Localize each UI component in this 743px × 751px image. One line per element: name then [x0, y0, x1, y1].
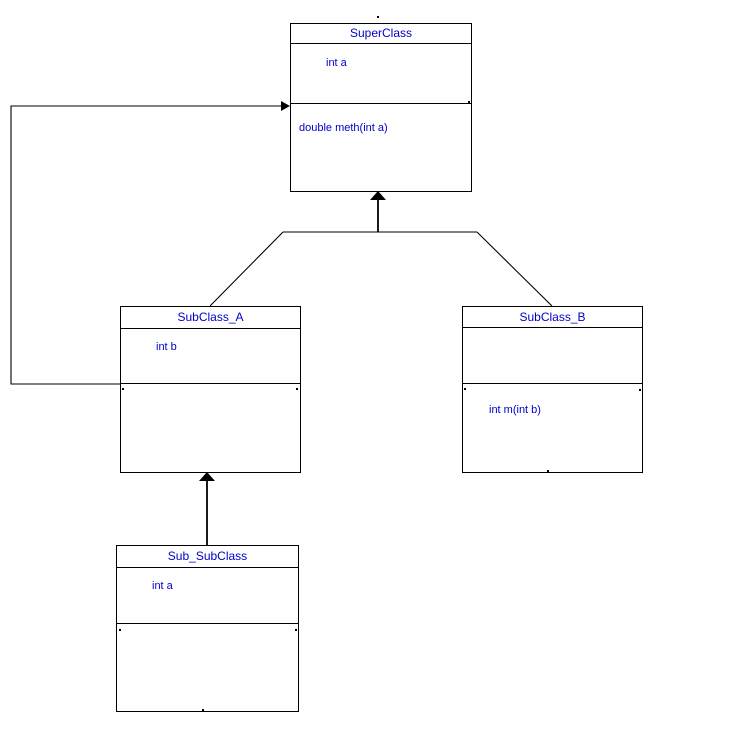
connection-handle-dot: [122, 388, 124, 390]
class-name: SubClass_B: [463, 307, 642, 328]
attribute-text: int a: [152, 580, 173, 592]
connection-handle-dot: [202, 709, 204, 711]
class-name: SuperClass: [291, 24, 471, 44]
attributes-compartment: [121, 329, 300, 384]
arrowhead-icon: [281, 101, 290, 111]
class-name: SubClass_A: [121, 307, 300, 329]
method-text: double meth(int a): [299, 122, 388, 134]
class-box-sub-subclass[interactable]: Sub_SubClass int a: [116, 545, 299, 712]
class-box-superclass[interactable]: SuperClass int a double meth(int a): [290, 23, 472, 192]
attributes-compartment: [291, 44, 471, 104]
class-box-subclass-b[interactable]: SubClass_B int m(int b): [462, 306, 643, 473]
class-name: Sub_SubClass: [117, 546, 298, 568]
connection-handle-dot: [547, 470, 549, 472]
edge-generalization-subsubclass-to-subclassa[interactable]: [199, 472, 215, 545]
attributes-compartment: [117, 568, 298, 624]
class-box-subclass-a[interactable]: SubClass_A int b: [120, 306, 301, 473]
attribute-text: int a: [326, 57, 347, 69]
connection-handle-dot: [377, 16, 379, 18]
method-text: int m(int b): [489, 404, 541, 416]
connection-handle-dot: [468, 101, 470, 103]
attributes-compartment: [463, 328, 642, 384]
connection-handle-dot: [639, 389, 641, 391]
connection-handle-dot: [295, 629, 297, 631]
inheritance-triangle-icon: [370, 191, 386, 200]
connection-handle-dot: [119, 629, 121, 631]
edge-generalization-subclasses-to-superclass[interactable]: [209, 191, 553, 307]
inheritance-triangle-icon: [199, 472, 215, 481]
attribute-text: int b: [156, 341, 177, 353]
connection-handle-dot: [464, 388, 466, 390]
connection-handle-dot: [296, 388, 298, 390]
